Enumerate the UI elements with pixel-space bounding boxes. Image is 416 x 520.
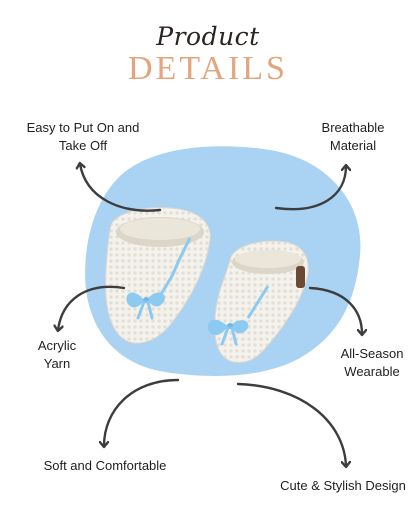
feature-season-line2: Wearable [344,364,400,379]
curved-arrow-icon [308,286,362,334]
feature-easy-line1: Easy to Put On and [26,120,140,135]
baby-bootie-left [105,207,211,344]
feature-breathable-material: Breathable Material [298,119,408,155]
feature-breathable-line1: Breathable [321,120,385,135]
curved-arrow-icon [274,166,346,211]
feature-season-line1: All-Season [340,346,404,361]
feature-acrylic-line1: Acrylic [37,338,77,353]
feature-soft-comfortable: Soft and Comfortable [43,458,167,473]
feature-acrylic-line2: Yarn [43,356,71,371]
title-script: Product [156,22,260,51]
feature-easy-to-put-on: Easy to Put On and Take Off [18,119,148,155]
curved-arrow-icon [104,378,180,446]
feature-cute-stylish: Cute & Stylish Design [280,478,406,493]
baby-bootie-right [207,240,309,363]
feature-acrylic-yarn: Acrylic Yarn [20,337,94,373]
feature-breathable-line2: Material [329,138,377,153]
title-main: DETAILS [128,50,288,87]
curved-arrow-icon [58,285,126,330]
feature-easy-line2: Take Off [58,138,108,153]
curved-arrow-icon [236,382,346,466]
feature-all-season: All-Season Wearable [330,345,414,381]
curved-arrow-icon [80,164,162,212]
